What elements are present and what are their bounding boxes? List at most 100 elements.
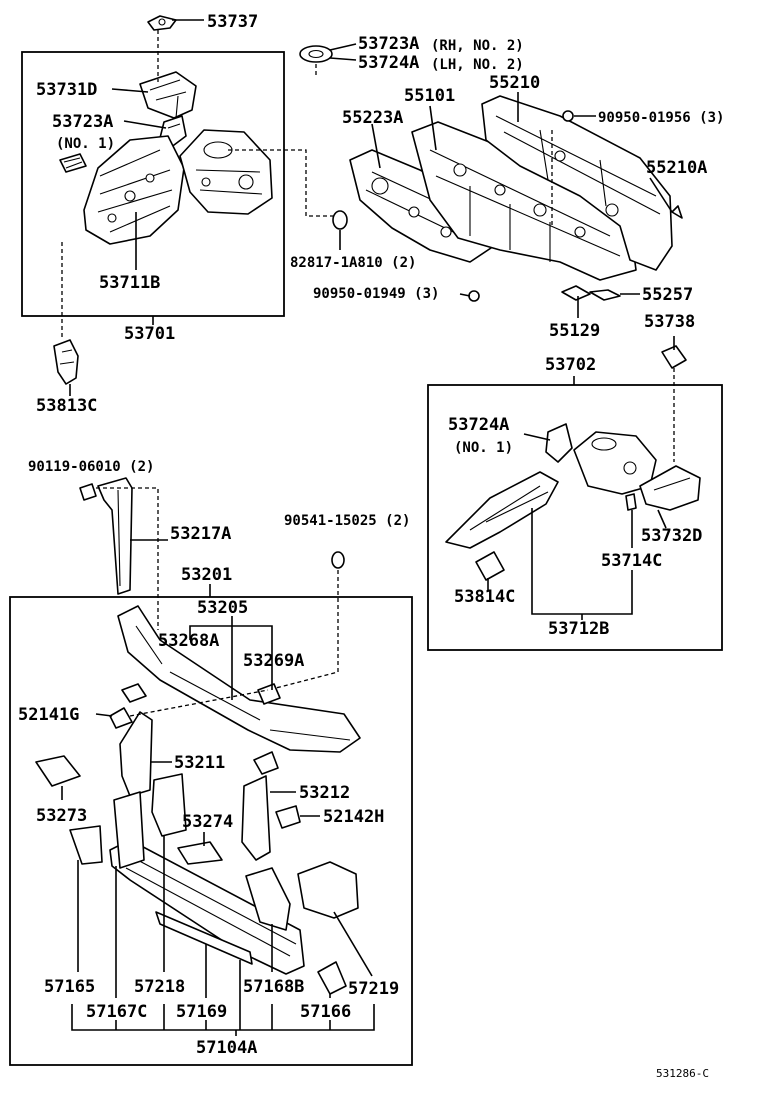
label-53274: 53274 bbox=[182, 812, 233, 832]
group-box-53201 bbox=[9, 596, 413, 1066]
label-57104A: 57104A bbox=[196, 1038, 257, 1058]
part-53723A-53724A-ring bbox=[299, 45, 333, 63]
part-57167C bbox=[113, 791, 145, 869]
leader-line-55101 bbox=[429, 105, 437, 151]
label-53813C: 53813C bbox=[36, 396, 97, 416]
part-53714C bbox=[625, 493, 637, 511]
part-53211-side-support bbox=[119, 711, 153, 797]
leader-line-57219 bbox=[333, 911, 373, 977]
diagram-code: 531286-C bbox=[656, 1067, 709, 1080]
label-53814C: 53814C bbox=[454, 587, 515, 607]
part-90950-01949-clip bbox=[468, 290, 480, 302]
part-53217A-brace bbox=[97, 477, 133, 595]
label-53723A-no1-note: (NO. 1) bbox=[56, 136, 115, 152]
label-53724A-no1-note: (NO. 1) bbox=[454, 440, 513, 456]
label-53273: 53273 bbox=[36, 806, 87, 826]
label-55210: 55210 bbox=[489, 73, 540, 93]
leader-line-53723A-53724A bbox=[329, 43, 357, 61]
part-57219 bbox=[297, 861, 359, 919]
label-53268A: 53268A bbox=[158, 631, 219, 651]
label-57168B: 57168B bbox=[243, 977, 304, 997]
part-clip-no1 bbox=[59, 153, 87, 173]
part-57166 bbox=[317, 961, 347, 995]
part-53737-clip bbox=[147, 15, 177, 31]
part-53738-clip bbox=[661, 345, 687, 369]
leader-line-53723A-no1 bbox=[123, 120, 167, 129]
leader-line-57104A-bracket bbox=[71, 960, 375, 1036]
part-57165 bbox=[69, 825, 103, 865]
leader-line-55210A bbox=[649, 177, 673, 213]
part-53711B-apron bbox=[83, 135, 185, 245]
part-53814C bbox=[475, 551, 505, 581]
label-53711B: 53711B bbox=[99, 273, 160, 293]
part-53724A-no1-bracket bbox=[545, 423, 573, 463]
leader-line-90950-01949 bbox=[459, 293, 471, 297]
label-53714C: 53714C bbox=[601, 551, 662, 571]
label-53724A-no1: 53724A bbox=[448, 415, 509, 435]
label-53738: 53738 bbox=[644, 312, 695, 332]
label-90541: 90541-15025 (2) bbox=[284, 513, 410, 529]
label-55210A: 55210A bbox=[646, 158, 707, 178]
leader-line-53731D bbox=[111, 88, 149, 93]
label-57219: 57219 bbox=[348, 979, 399, 999]
part-55210-insulator bbox=[481, 95, 673, 271]
part-90950-01956-clip bbox=[562, 110, 574, 122]
label-57166: 57166 bbox=[300, 1002, 351, 1022]
part-90541-clip bbox=[331, 551, 345, 569]
label-53712B: 53712B bbox=[548, 619, 609, 639]
leader-line-53732D bbox=[657, 509, 667, 529]
label-82817: 82817-1A810 (2) bbox=[290, 255, 416, 271]
label-52141G: 52141G bbox=[18, 705, 79, 725]
label-53201: 53201 bbox=[181, 565, 232, 585]
part-strut-tower-left bbox=[179, 129, 273, 215]
label-53701: 53701 bbox=[124, 324, 175, 344]
label-53217A: 53217A bbox=[170, 524, 231, 544]
label-53724A-lh-note: (LH, NO. 2) bbox=[431, 57, 524, 73]
label-53724A-lh: 53724A bbox=[358, 53, 419, 73]
leader-90119 bbox=[96, 487, 159, 630]
label-57167C: 57167C bbox=[86, 1002, 147, 1022]
label-90950-01949: 90950-01949 (3) bbox=[313, 286, 439, 302]
leader-line-53724A-no1 bbox=[523, 433, 551, 441]
part-52141G bbox=[109, 707, 133, 729]
part-53712B-apron-right bbox=[445, 471, 559, 549]
part-52142H bbox=[275, 805, 301, 829]
leader-line-53205 bbox=[189, 616, 273, 700]
part-53268A bbox=[121, 683, 147, 703]
part-82817-grommet bbox=[332, 210, 348, 230]
leader-line-52141G bbox=[95, 713, 113, 717]
part-53813C bbox=[53, 339, 79, 385]
leader-line-55223A bbox=[371, 123, 381, 169]
label-53211: 53211 bbox=[174, 753, 225, 773]
label-53732D: 53732D bbox=[641, 526, 702, 546]
label-55101: 55101 bbox=[404, 86, 455, 106]
part-57169 bbox=[155, 911, 253, 965]
part-strut-tower-right bbox=[573, 431, 657, 495]
part-53212-clip bbox=[253, 751, 279, 775]
label-53723A-rh-note: (RH, NO. 2) bbox=[431, 38, 524, 54]
label-53723A-rh: 53723A bbox=[358, 34, 419, 54]
part-55129 bbox=[561, 285, 591, 301]
part-57168B bbox=[245, 867, 291, 931]
leader-82817 bbox=[228, 149, 336, 217]
label-90119: 90119-06010 (2) bbox=[28, 459, 154, 475]
label-90950-01956: 90950-01956 (3) bbox=[598, 110, 724, 126]
part-53274-plate bbox=[151, 773, 187, 837]
part-57104A-lower-crossmember bbox=[109, 839, 305, 975]
label-53205: 53205 bbox=[197, 598, 248, 618]
label-57165: 57165 bbox=[44, 977, 95, 997]
leader-90541 bbox=[267, 570, 339, 691]
label-53212: 53212 bbox=[299, 783, 350, 803]
label-53737: 53737 bbox=[207, 12, 258, 32]
part-55257 bbox=[589, 289, 621, 301]
label-55129: 55129 bbox=[549, 321, 600, 341]
part-53269A bbox=[257, 683, 281, 705]
part-53731D-bracket bbox=[139, 71, 197, 119]
group-box-53702 bbox=[427, 384, 723, 651]
part-53732D-bracket bbox=[639, 465, 701, 511]
leader-53205-cross bbox=[129, 689, 269, 717]
label-53269A: 53269A bbox=[243, 651, 304, 671]
label-52142H: 52142H bbox=[323, 807, 384, 827]
